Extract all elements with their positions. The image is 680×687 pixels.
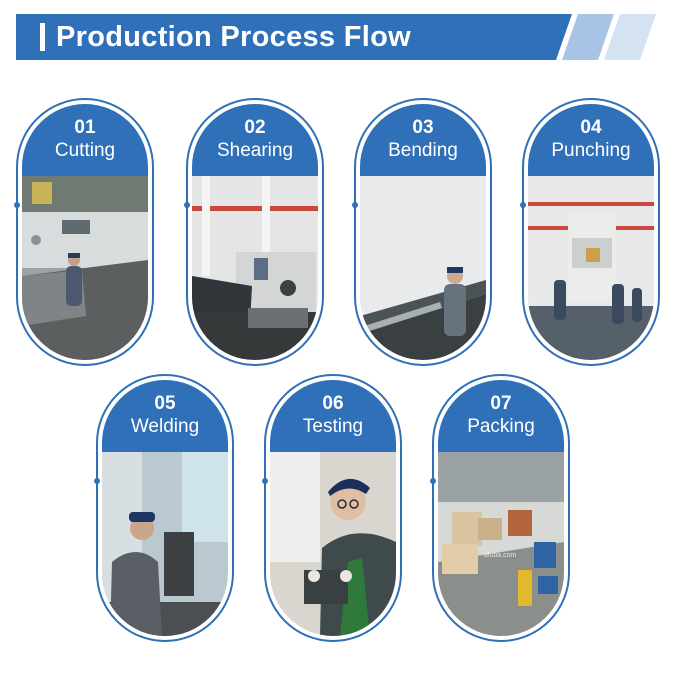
step-label: Cutting bbox=[54, 140, 116, 161]
testing-photo bbox=[270, 452, 396, 636]
step-testing: 06 Testing bbox=[262, 374, 402, 642]
step-header: 06 Testing bbox=[270, 380, 396, 452]
watermark-text: aluba.com bbox=[484, 552, 517, 559]
step-header: 07 Packing bbox=[438, 380, 564, 452]
welding-photo bbox=[102, 452, 228, 636]
step-label: Shearing bbox=[216, 140, 294, 161]
step-punching: 04 Punching bbox=[520, 98, 660, 366]
shearing-photo bbox=[192, 176, 318, 360]
connector-dot bbox=[184, 202, 190, 208]
header-accent-bar bbox=[40, 23, 45, 51]
step-header: 02 Shearing bbox=[192, 104, 318, 176]
header-banner: Production Process Flow bbox=[16, 14, 666, 60]
step-number: 04 bbox=[580, 117, 602, 138]
connector-dot bbox=[520, 202, 526, 208]
step-bending: 03 Bending bbox=[352, 98, 492, 366]
punching-photo bbox=[528, 176, 654, 360]
header-background bbox=[16, 14, 656, 60]
bending-photo bbox=[360, 176, 486, 360]
step-label: Bending bbox=[388, 140, 458, 161]
connector-dot bbox=[94, 478, 100, 484]
step-header: 03 Bending bbox=[360, 104, 486, 176]
step-header: 04 Punching bbox=[528, 104, 654, 176]
step-number: 05 bbox=[154, 393, 176, 414]
step-number: 02 bbox=[244, 117, 266, 138]
page-title: Production Process Flow bbox=[56, 21, 411, 53]
step-label: Packing bbox=[467, 416, 535, 437]
step-header: 01 Cutting bbox=[22, 104, 148, 176]
step-number: 07 bbox=[490, 393, 512, 414]
packing-photo: aluba.com bbox=[438, 452, 564, 636]
step-header: 05 Welding bbox=[102, 380, 228, 452]
step-packing: 07 Packing aluba.com bbox=[430, 374, 570, 642]
step-number: 03 bbox=[412, 117, 434, 138]
step-welding: 05 Welding bbox=[94, 374, 234, 642]
step-number: 01 bbox=[74, 117, 96, 138]
connector-dot bbox=[352, 202, 358, 208]
connector-dot bbox=[430, 478, 436, 484]
cutting-photo bbox=[22, 176, 148, 360]
connector-dot bbox=[262, 478, 268, 484]
step-shearing: 02 Shearing bbox=[184, 98, 324, 366]
connector-dot bbox=[14, 202, 20, 208]
step-number: 06 bbox=[322, 393, 344, 414]
step-cutting: 01 Cutting bbox=[14, 98, 154, 366]
step-label: Testing bbox=[302, 416, 364, 437]
step-label: Punching bbox=[551, 140, 631, 161]
step-label: Welding bbox=[130, 416, 200, 437]
